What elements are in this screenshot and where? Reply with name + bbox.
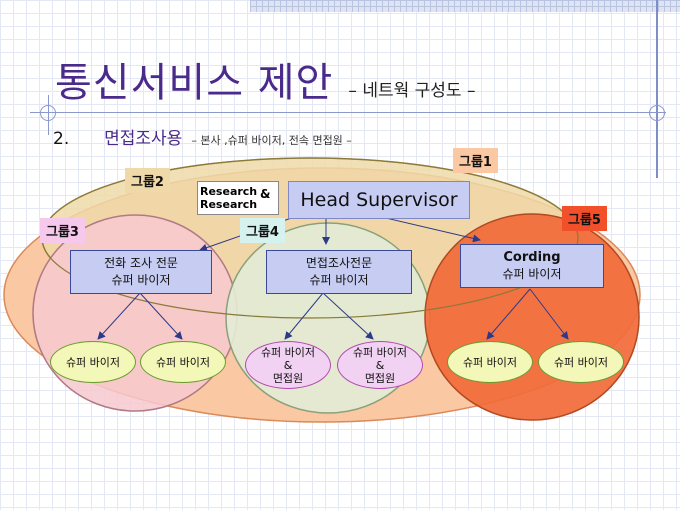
arrow-phone-leaf2 xyxy=(139,292,183,340)
leaf-label: 슈퍼 바이저 xyxy=(260,345,316,359)
subheading-detail: – 본사 ,슈퍼 바이저, 전속 면접원 – xyxy=(191,134,352,147)
decorative-vertical-line xyxy=(656,0,658,178)
interview-supervisor-oval-2: 슈퍼 바이저 & 면접원 xyxy=(337,341,423,389)
leaf-label: 슈퍼 바이저 xyxy=(352,345,408,359)
ring-icon xyxy=(649,105,665,121)
interview-box-line1: 면접조사전문 xyxy=(305,256,373,270)
arrow-phone-leaf1 xyxy=(97,292,141,340)
title-sub: – 네트웍 구성도 – xyxy=(348,81,476,101)
phone-supervisor-oval-1: 슈퍼 바이저 xyxy=(50,341,136,383)
decorative-horizontal-line xyxy=(30,112,666,113)
phone-supervisor-oval-2: 슈퍼 바이저 xyxy=(140,341,226,383)
group1-tag: 그룹1 xyxy=(453,148,498,173)
phone-box-line1: 전화 조사 전문 xyxy=(104,256,178,270)
group2-tag: 그룹2 xyxy=(125,168,170,193)
leaf-label: 슈퍼 바이저 xyxy=(155,355,211,369)
leaf-label: 슈퍼 바이저 xyxy=(553,355,609,369)
subheading: 2. 면접조사용 – 본사 ,슈퍼 바이저, 전속 면접원 – xyxy=(53,124,352,149)
cording-box-line1: Cording xyxy=(503,250,561,265)
leaf-label-2: 면접원 xyxy=(272,371,304,385)
arrow-interview-leaf2 xyxy=(322,292,374,340)
research-logo: Research Research & xyxy=(197,181,279,215)
leaf-label-2: 면접원 xyxy=(364,371,396,385)
logo-amp: & xyxy=(260,187,271,201)
logo-line2: Research xyxy=(200,198,258,211)
arrow-interview-leaf1 xyxy=(284,292,324,340)
decorative-band xyxy=(250,0,680,12)
subheading-number: 2. xyxy=(53,129,70,149)
cording-box-line2: 슈퍼 바이저 xyxy=(502,267,562,281)
interview-box-line2: 슈퍼 바이저 xyxy=(309,273,369,287)
cording-box: Cording 슈퍼 바이저 xyxy=(460,244,604,288)
page-title: 통신서비스 제안 – 네트웍 구성도 – xyxy=(55,50,475,108)
ring-icon xyxy=(40,105,56,121)
leaf-label-amp: & xyxy=(283,358,293,372)
logo-line1: Research xyxy=(200,185,258,198)
subheading-text: 면접조사용 xyxy=(104,129,183,149)
phone-box-line2: 슈퍼 바이저 xyxy=(111,273,171,287)
group3-tag: 그룹3 xyxy=(40,218,85,243)
title-main: 통신서비스 제안 xyxy=(55,60,334,106)
interview-supervisor-oval-1: 슈퍼 바이저 & 면접원 xyxy=(245,341,331,389)
leaf-label: 슈퍼 바이저 xyxy=(65,355,121,369)
phone-survey-box: 전화 조사 전문 슈퍼 바이저 xyxy=(70,250,212,294)
group3-region xyxy=(32,214,238,412)
group4-tag: 그룹4 xyxy=(240,218,285,243)
group5-tag: 그룹5 xyxy=(562,206,607,231)
arrow-cording-leaf1 xyxy=(486,288,531,340)
leaf-label-amp: & xyxy=(375,358,385,372)
cording-supervisor-oval-1: 슈퍼 바이저 xyxy=(447,341,533,383)
arrow-cording-leaf2 xyxy=(529,288,569,340)
interview-survey-box: 면접조사전문 슈퍼 바이저 xyxy=(266,250,412,294)
cording-supervisor-oval-2: 슈퍼 바이저 xyxy=(538,341,624,383)
leaf-label: 슈퍼 바이저 xyxy=(462,355,518,369)
head-supervisor-box: Head Supervisor xyxy=(288,181,470,219)
